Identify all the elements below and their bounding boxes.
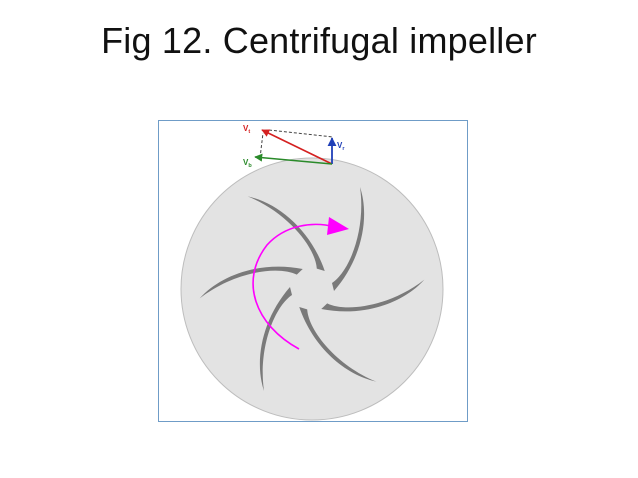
- impeller-blade: [332, 187, 365, 291]
- rotation-arrow-head: [327, 217, 349, 235]
- vb-vector-arrow: [254, 153, 333, 165]
- rotation-arrow: [252, 223, 336, 350]
- impeller-blade: [259, 287, 292, 391]
- slide-title: Fig 12. Centrifugal impeller: [101, 20, 537, 61]
- vb-label: Vb: [243, 158, 252, 169]
- vb-to-vt-dashed-line: [259, 132, 264, 159]
- impeller-blade: [247, 196, 325, 271]
- impeller-diagram: Vt Vr Vb: [180, 124, 444, 421]
- impeller-disc: [180, 157, 444, 421]
- vt-vector-arrow: [261, 129, 333, 165]
- impeller-blade: [299, 307, 377, 382]
- vt-label: Vt: [243, 124, 250, 135]
- impeller-blade: [321, 279, 425, 312]
- impeller-blade: [199, 266, 303, 299]
- impeller-figure: Vt Vr Vb: [158, 120, 468, 422]
- vt-to-vr-dashed-line: [268, 129, 334, 138]
- vr-label: Vr: [337, 141, 345, 152]
- impeller-blades: [199, 187, 425, 391]
